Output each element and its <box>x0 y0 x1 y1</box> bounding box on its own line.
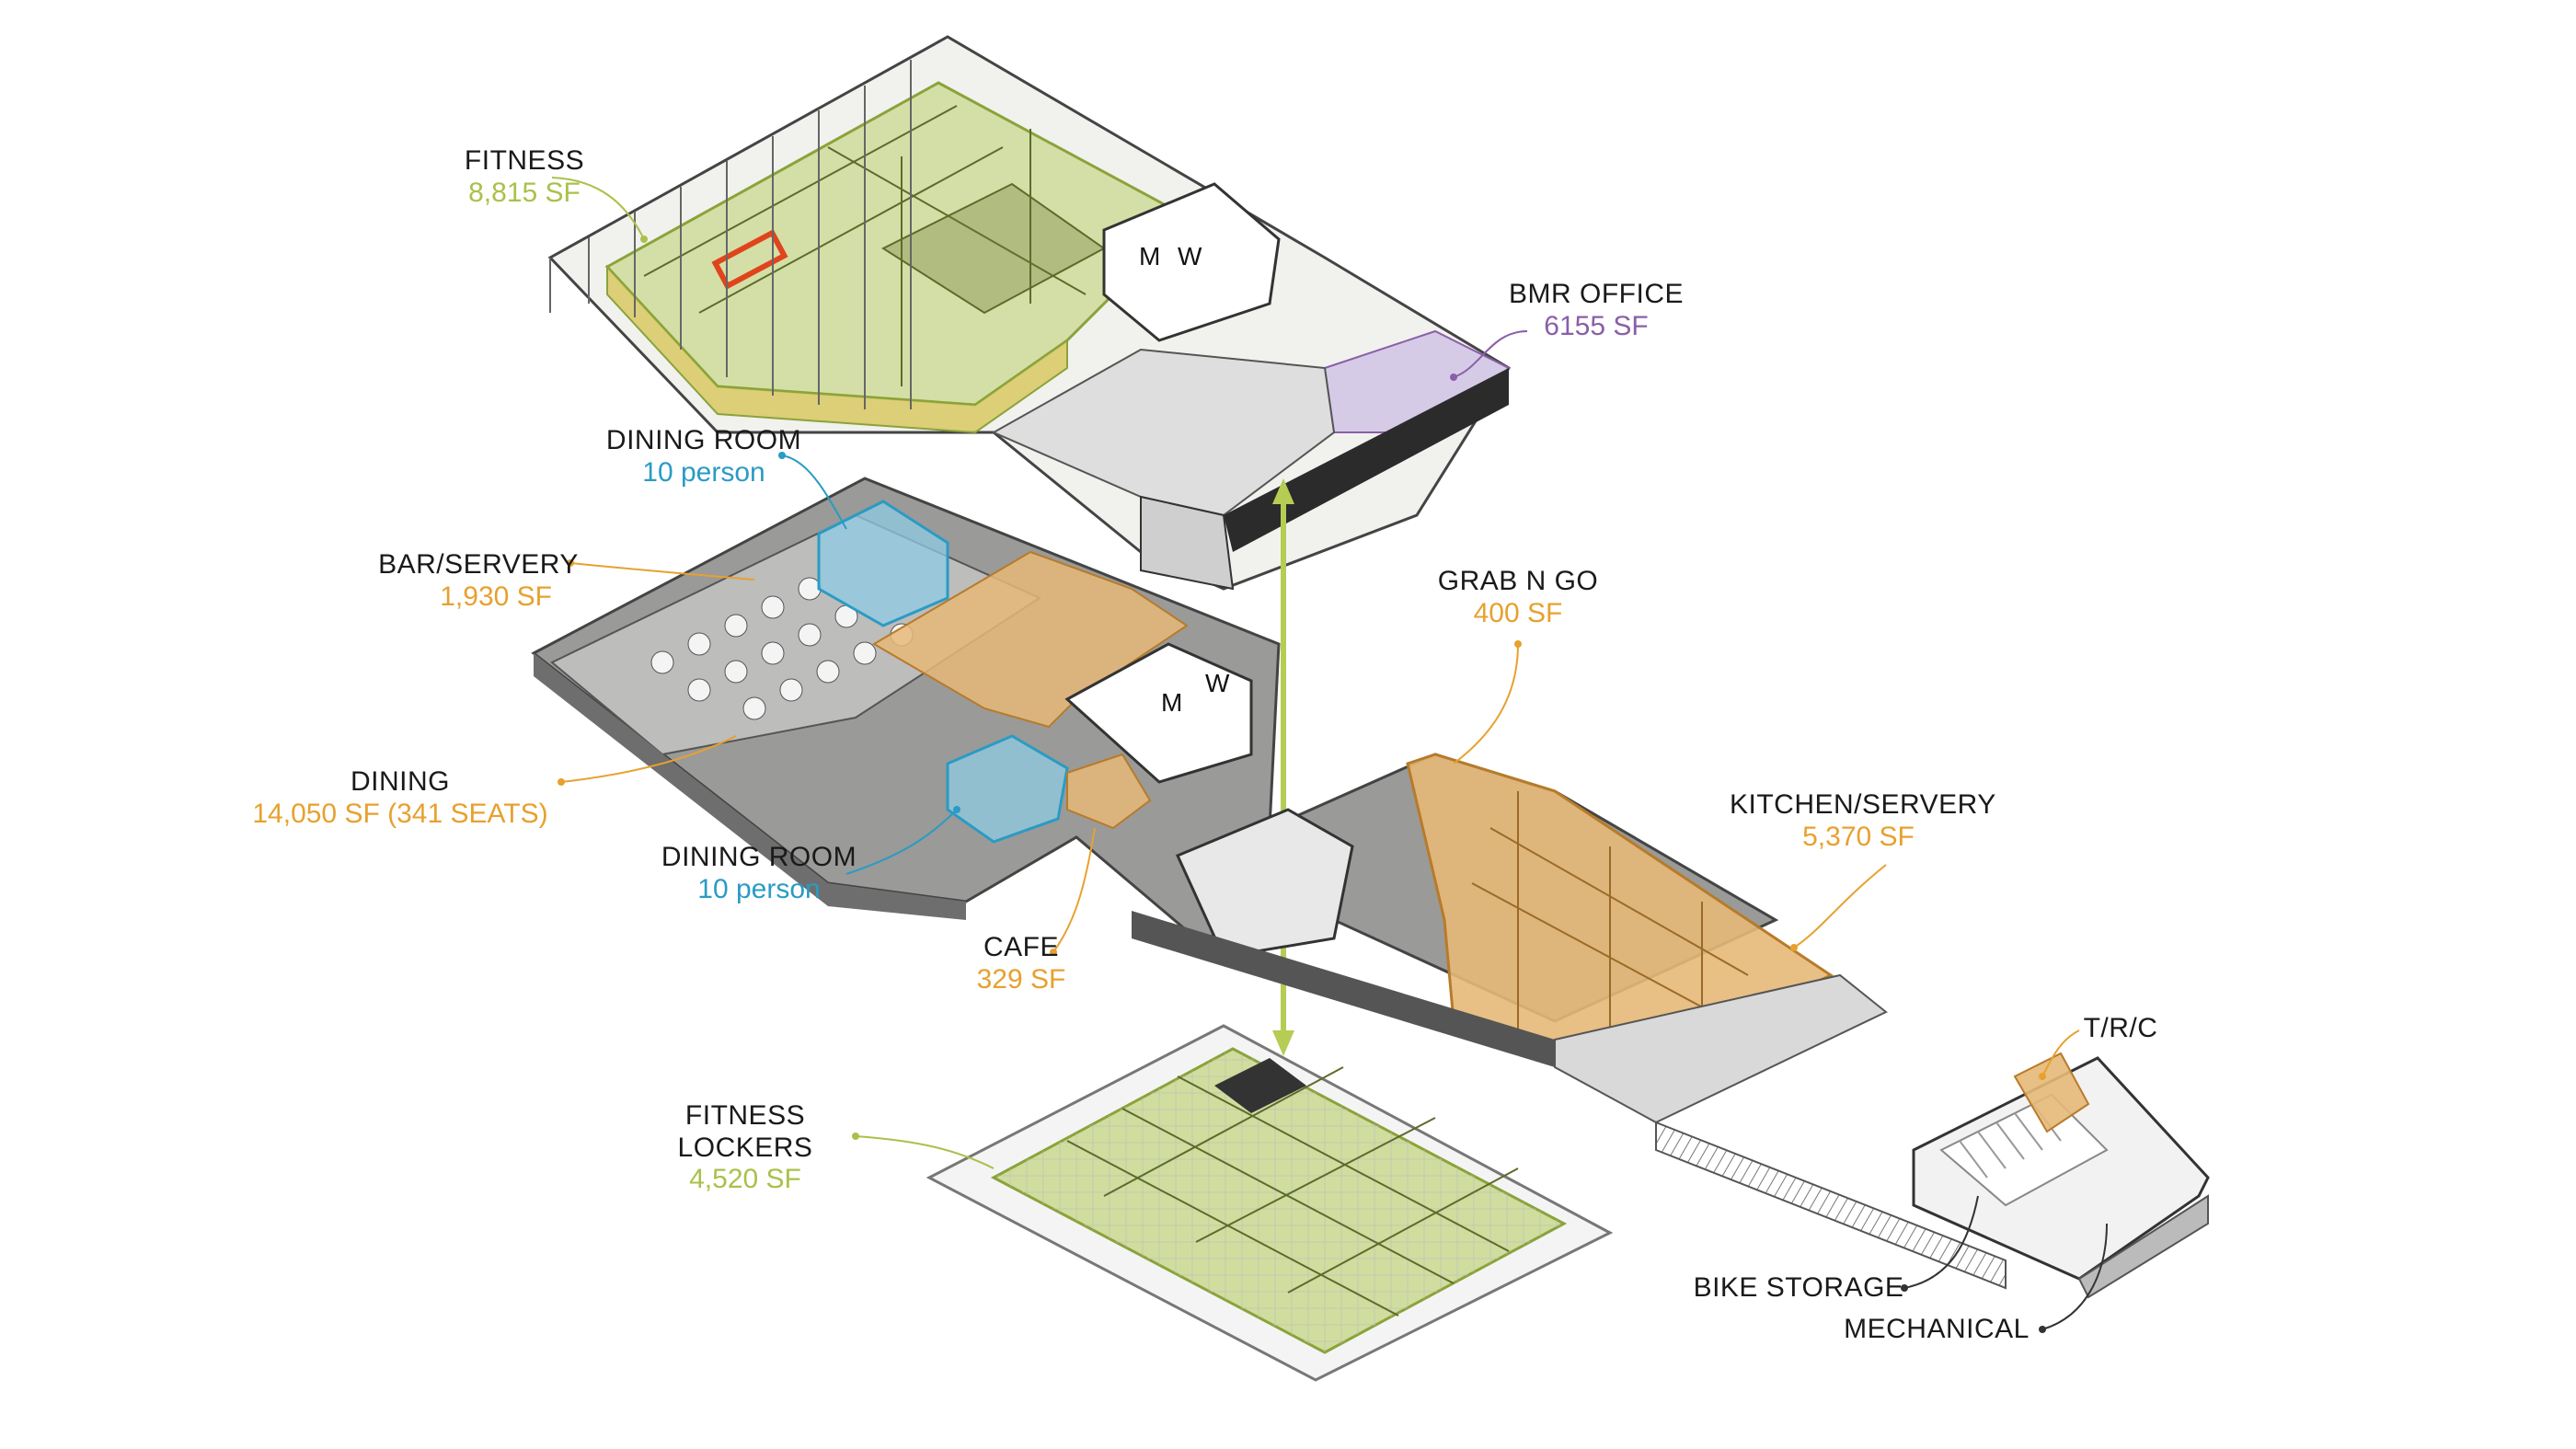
label-cafe-value: 329 SF <box>976 963 1066 995</box>
label-mechanical-name: MECHANICAL <box>1844 1314 2030 1344</box>
label-bar-servery-name: BAR/SERVERY <box>378 549 579 580</box>
label-bmr-office-name: BMR OFFICE <box>1509 279 1684 309</box>
kitchen-servery-leader <box>1793 864 1887 949</box>
upper-facade <box>1224 368 1509 552</box>
grab-n-go-leader <box>1453 643 1519 765</box>
restroom-w-middle: W <box>1205 669 1230 697</box>
bmr-leader <box>1453 330 1528 378</box>
label-kitchen-servery-value: 5,370 SF <box>1802 821 1915 852</box>
lockers-stair <box>1214 1058 1306 1113</box>
trc-leader <box>2041 1029 2080 1077</box>
leader-lines <box>551 177 2108 1333</box>
label-dining: DINING 14,050 SF (341 SEATS) <box>248 766 552 830</box>
fitness-zone-front <box>606 264 1068 434</box>
cafe-leader <box>1052 827 1096 953</box>
middle-level <box>531 477 2210 1299</box>
label-grab-n-go: GRAB N GO 400 SF <box>1417 566 1619 629</box>
bar-servery-zone <box>872 550 1189 729</box>
label-fitness-name: FITNESS <box>464 145 585 176</box>
label-dining-room-top: DINING ROOM 10 person <box>589 425 819 489</box>
upper-core-box <box>1140 495 1235 591</box>
label-bmr-office: BMR OFFICE 6155 SF <box>1490 279 1702 342</box>
bike-storage-leader <box>1903 1195 1979 1289</box>
label-dining-room-bottom-name: DINING ROOM <box>661 842 857 872</box>
upper-restroom-block <box>1102 182 1281 342</box>
label-dining-room-top-value: 10 person <box>642 456 765 488</box>
upper-level <box>547 35 1512 591</box>
lockers-grid <box>994 1049 1564 1352</box>
label-grab-n-go-value: 400 SF <box>1473 597 1563 628</box>
label-fitness-lockers: FITNESS LOCKERS 4,520 SF <box>626 1100 865 1196</box>
label-bar-servery-value: 1,930 SF <box>440 581 552 612</box>
middle-restroom-block <box>1064 642 1253 784</box>
label-kitchen-servery-name: KITCHEN/SERVERY <box>1730 789 1996 820</box>
label-kitchen-servery: KITCHEN/SERVERY 5,370 SF <box>1730 789 1996 853</box>
label-bar-servery: BAR/SERVERY 1,930 SF <box>368 549 589 613</box>
trc-facade <box>2077 1194 2209 1299</box>
label-dining-room-top-name: DINING ROOM <box>605 425 802 455</box>
fitness-leader <box>551 177 645 240</box>
lower-level <box>926 1024 1614 1382</box>
label-dining-room-bottom: DINING ROOM 10 person <box>644 842 874 905</box>
label-dining-value: 14,050 SF (341 SEATS) <box>252 798 548 829</box>
lockers-interior <box>1066 1066 1519 1317</box>
label-mechanical: MECHANICAL <box>1831 1314 2042 1346</box>
dining-room-top-zone <box>817 500 949 627</box>
cafe-zone <box>1066 753 1152 830</box>
label-bmr-office-value: 6155 SF <box>1544 310 1649 341</box>
dining-leader <box>560 735 737 783</box>
label-fitness-lockers-name: FITNESS LOCKERS <box>677 1100 813 1163</box>
service-wall-face <box>1655 1121 2007 1290</box>
fitness-equipment <box>711 229 788 290</box>
upper-facade-mullions <box>549 60 912 409</box>
fitness-lockers-leader <box>855 1135 995 1169</box>
dining-room-bottom-zone <box>946 734 1069 844</box>
restroom-m-upper: M <box>1139 242 1161 270</box>
middle-south-facade <box>1132 911 1555 1067</box>
label-cafe-name: CAFE <box>983 932 1059 962</box>
trc-zone <box>2013 1052 2090 1133</box>
dining-room-bottom-leader <box>845 809 958 875</box>
label-bike-storage-name: BIKE STORAGE <box>1693 1272 1904 1303</box>
restroom-w-upper: W <box>1178 242 1202 270</box>
label-bike-storage: BIKE STORAGE <box>1693 1272 1904 1305</box>
label-grab-n-go-name: GRAB N GO <box>1437 566 1599 596</box>
mechanical-leader <box>2041 1223 2108 1330</box>
service-wall <box>1554 973 1888 1124</box>
label-trc: T/R/C <box>2070 1013 2171 1045</box>
label-fitness: FITNESS 8,815 SF <box>432 145 616 209</box>
vertical-connection-arrow <box>1272 478 1294 1056</box>
label-fitness-value: 8,815 SF <box>468 177 581 208</box>
bar-servery-leader <box>569 562 755 581</box>
label-dining-room-bottom-value: 10 person <box>697 873 821 904</box>
dining-room-top-leader <box>781 454 847 530</box>
label-fitness-lockers-value: 4,520 SF <box>689 1164 801 1194</box>
label-cafe: CAFE 329 SF <box>957 932 1086 995</box>
restroom-m-middle: M <box>1161 688 1183 717</box>
label-trc-name: T/R/C <box>2083 1013 2158 1043</box>
label-dining-name: DINING <box>351 766 450 797</box>
